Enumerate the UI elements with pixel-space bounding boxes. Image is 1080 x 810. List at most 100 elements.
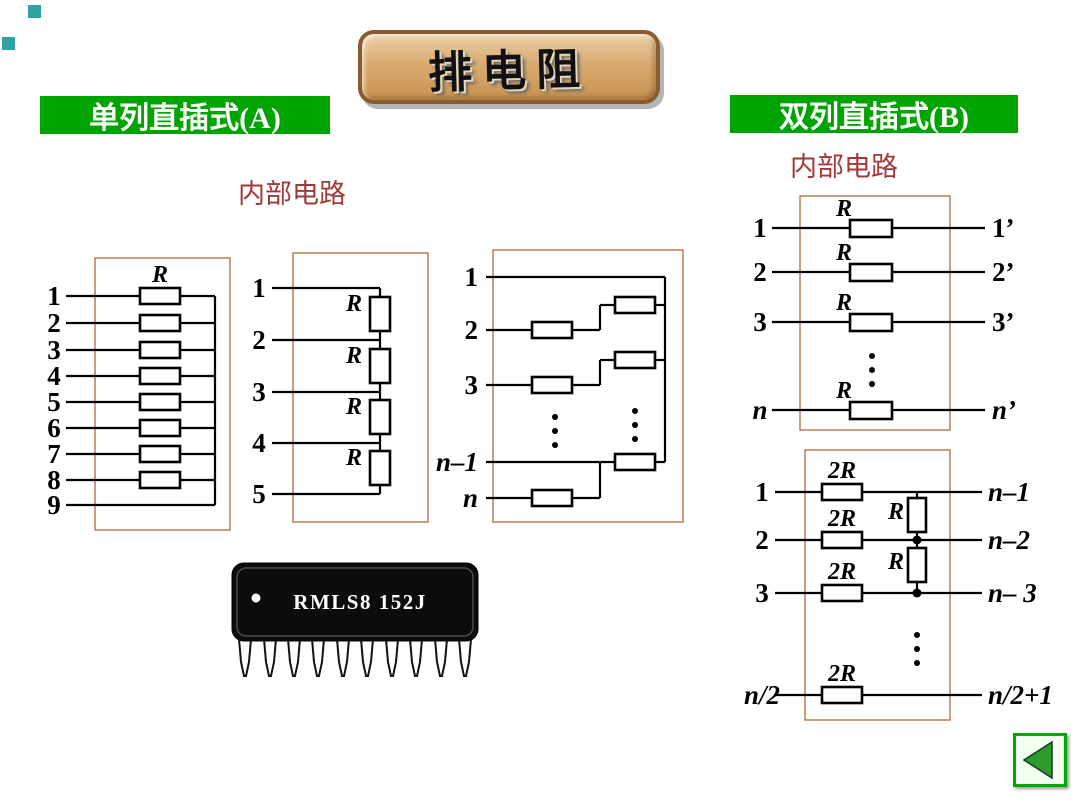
pin-label: 4 [47, 361, 61, 391]
chip-part-number: RMLS8 152J [293, 590, 426, 614]
resistor [138, 286, 182, 306]
chip-bevel [236, 567, 474, 637]
title-banner: 排电阻 [358, 30, 660, 104]
pin-label: n/2+1 [988, 680, 1053, 710]
d1-row-5: 5 [47, 387, 215, 417]
resistor [848, 262, 894, 283]
back-button[interactable] [1013, 733, 1067, 787]
vdots-dot [632, 422, 638, 428]
chip-pin [310, 638, 326, 677]
pin-label: 3 [252, 377, 266, 407]
resistor [138, 313, 182, 333]
diagram-dip-isolated: 1 R 1’ 2 R 2’ 3 R 3’ n R n’ [752, 195, 1016, 431]
d3-ellipsis [552, 408, 638, 448]
resistor [138, 444, 182, 464]
chip-pin [262, 638, 278, 677]
pin-label: 1 [753, 213, 767, 243]
resistor-value-label: R [835, 290, 852, 316]
chip-pin [433, 638, 449, 677]
resistor [530, 375, 574, 395]
vdots-dot [552, 414, 558, 420]
resistor [906, 546, 928, 584]
d4-row-3: 3 R 3’ [753, 290, 1014, 337]
vdots-dot [914, 646, 920, 652]
resistor-value-label: 2R [827, 661, 856, 687]
pin-label: 5 [47, 387, 61, 417]
pin-label: 6 [47, 413, 61, 443]
d2-resistors: R R R R [345, 291, 392, 487]
chip-body [231, 562, 479, 642]
back-triangle [1022, 740, 1053, 780]
resistor [848, 312, 894, 333]
resistor-value-label: R [835, 240, 852, 266]
resistor [368, 295, 392, 333]
diagram-box [799, 195, 951, 431]
resistor-value-label: R [151, 262, 168, 288]
d1-row-1: 1 [47, 281, 215, 311]
pin-label: n– 3 [988, 578, 1037, 608]
d3-pin-2: 2 [465, 295, 665, 345]
vdots-dot [552, 428, 558, 434]
pin-label: n–1 [436, 447, 478, 477]
chip-pin [286, 638, 302, 677]
pin-label: n’ [992, 395, 1016, 425]
d1-row-2: 2 [47, 308, 215, 338]
resistor-value-label: 2R [827, 506, 856, 532]
diagram-dip-r2r-ladder: 1 2R n–1 2 2R n–2 3 2R n– 3 R R n/2 [744, 449, 1053, 721]
d1-row-7: 7 [47, 439, 215, 469]
resistor [138, 418, 182, 438]
diagram-sip-ladder: 1 2 3 n–1 n [436, 249, 684, 523]
vdots-dot [632, 408, 638, 414]
pin-label: n–2 [988, 525, 1030, 555]
d4-ellipsis [869, 353, 875, 387]
diagram-sip-common-bus: R 1 2 3 4 5 6 7 [47, 257, 231, 531]
resistor [820, 482, 864, 502]
chip-pin [384, 638, 400, 677]
resistor [613, 452, 657, 472]
resistor [368, 449, 392, 487]
pin-label: 1’ [992, 213, 1015, 243]
d1-row-3: 3 [47, 335, 215, 365]
diagram-box [94, 257, 231, 531]
page-title: 排电阻 [427, 44, 591, 99]
d4-row-2: 2 R 2’ [753, 240, 1014, 287]
resistor-value-label: R [887, 549, 904, 575]
decoration-square [28, 5, 41, 18]
resistor [530, 320, 574, 340]
resistor-value-label: R [345, 291, 362, 317]
d4-row-n: n R n’ [752, 378, 1016, 425]
resistor [368, 398, 392, 436]
d3-pin-n: n [463, 462, 602, 513]
resistor-value-label: R [345, 394, 362, 420]
chip-pin [335, 638, 351, 677]
resistor [138, 470, 182, 490]
pin-label: 9 [47, 490, 61, 520]
d5-ellipsis [914, 632, 920, 666]
pin1-indicator-dot [251, 593, 261, 603]
pin-label: 1 [755, 477, 769, 507]
d1-row-8: 8 [47, 465, 215, 495]
pin-label: 4 [252, 428, 266, 458]
resistor [138, 340, 182, 360]
vdots-dot [869, 353, 875, 359]
pin-label: n–1 [988, 477, 1030, 507]
vdots-dot [914, 660, 920, 666]
d1-row-6: 6 [47, 413, 215, 443]
pin-label: n [752, 395, 767, 425]
resistor-value-label: R [345, 445, 362, 471]
pin-label: 8 [47, 465, 61, 495]
decoration-square [2, 37, 15, 50]
chip-pin [457, 638, 473, 677]
resistor [848, 400, 894, 421]
resistor [613, 350, 657, 370]
pin-label: n [463, 483, 478, 513]
d1-row-9: 9 [47, 490, 215, 520]
d3-pin-n-1: n–1 [436, 447, 665, 477]
header-sip-a: 单列直插式(A) [40, 96, 330, 135]
chip-pin [237, 638, 253, 677]
pin-label: 7 [47, 439, 61, 469]
resistor [530, 488, 574, 508]
resistor [906, 496, 928, 534]
chip-pin [408, 638, 424, 677]
d3-pin-1: 1 [465, 262, 665, 292]
